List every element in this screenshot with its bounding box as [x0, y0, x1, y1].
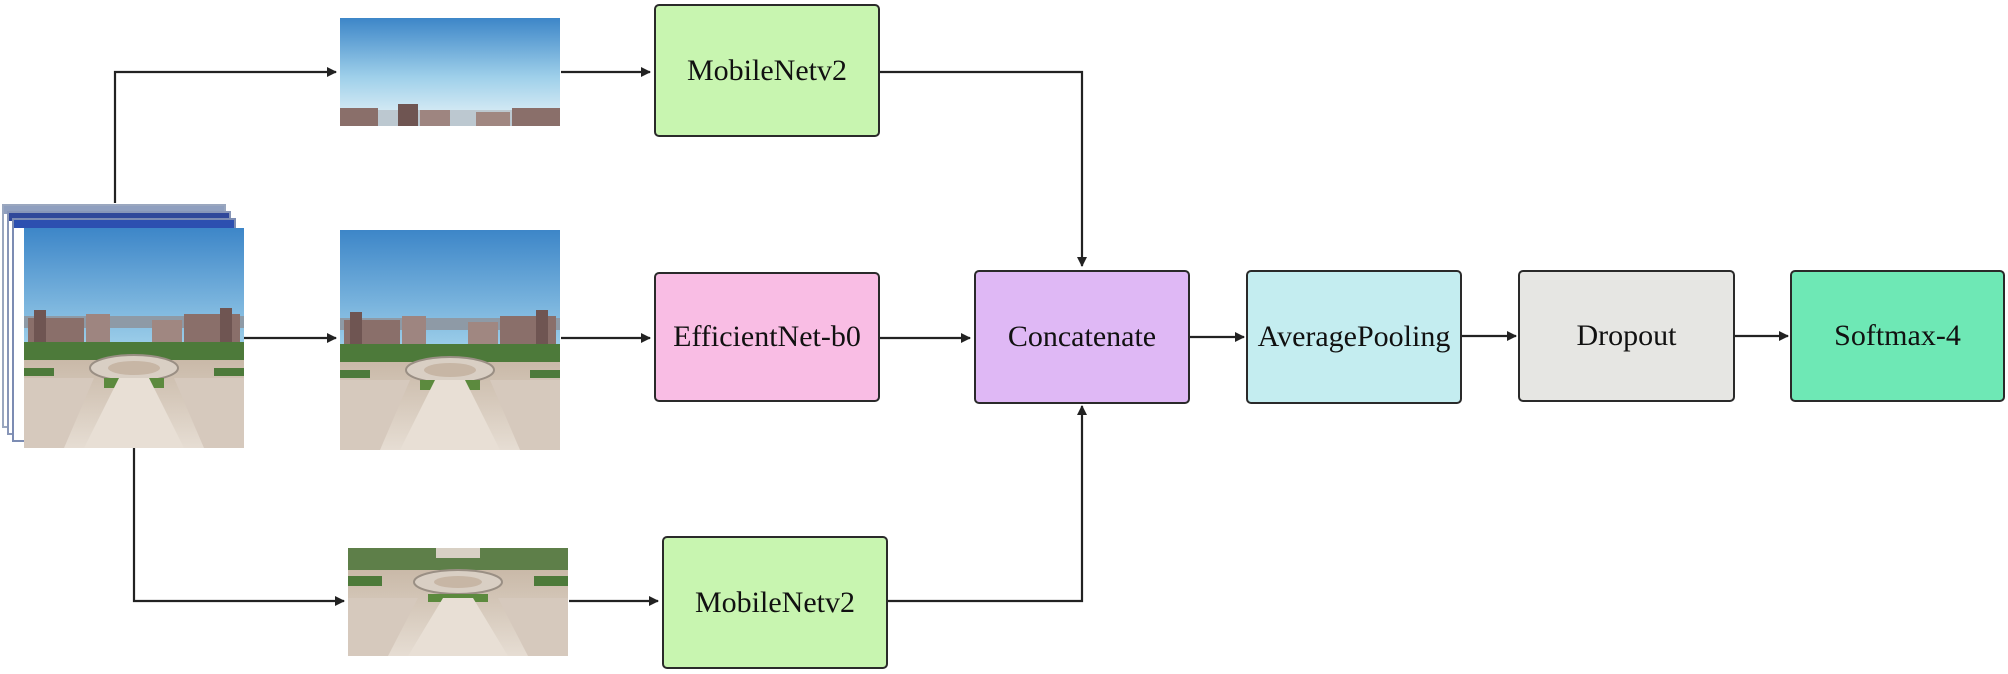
softmax-block: Softmax-4 — [1790, 270, 2005, 402]
dropout-block: Dropout — [1518, 270, 1735, 402]
mobilenet-top-block: MobileNetv2 — [654, 4, 880, 137]
mobilenet-bottom-block: MobileNetv2 — [662, 536, 888, 669]
campus-image-icon — [339, 229, 561, 451]
arrow-stack-to-top-crop — [113, 67, 337, 203]
average-pooling-block: AveragePooling — [1246, 270, 1462, 404]
efficientnet-block: EfficientNet-b0 — [654, 272, 880, 402]
image-stack-icon — [2, 204, 245, 449]
arrow-mobilenet-top-to-concatenate — [880, 70, 1087, 267]
campus-image-icon — [23, 227, 245, 449]
arrow-stack-to-bottom-crop — [132, 448, 345, 606]
concatenate-block: Concatenate — [974, 270, 1190, 404]
ground-crop-image-icon — [347, 547, 569, 657]
sky-crop-image-icon — [340, 18, 560, 126]
arrow-mobilenet-bottom-to-concatenate — [888, 405, 1087, 603]
